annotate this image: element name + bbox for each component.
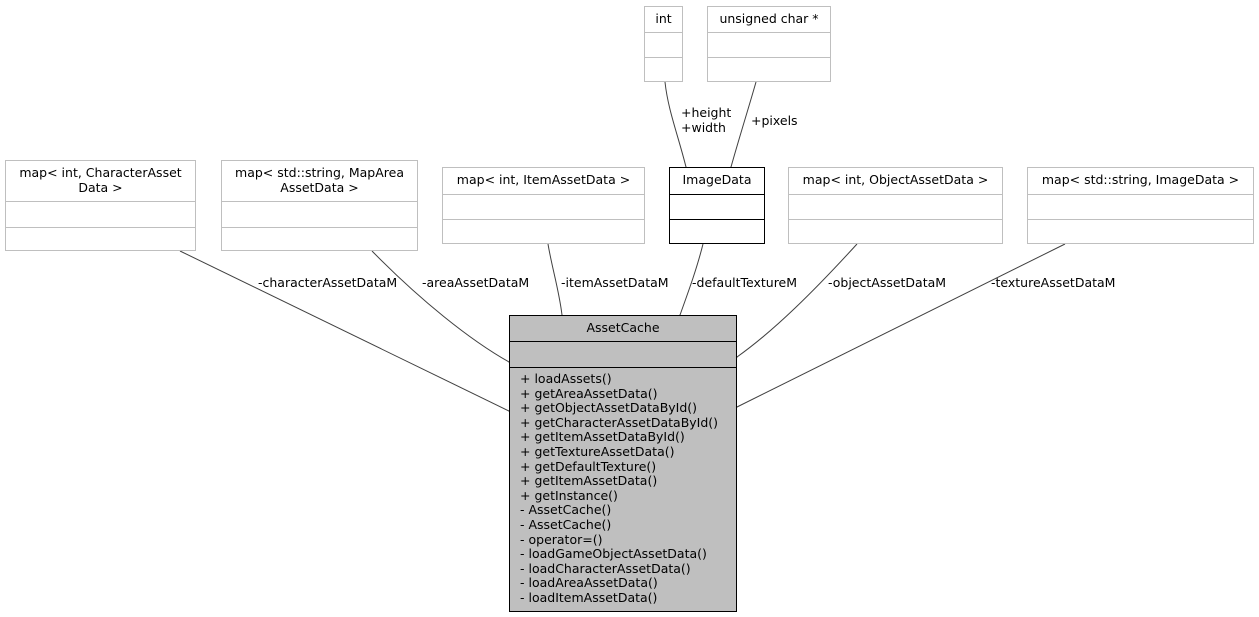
edge-texture-to-assetcache: [725, 243, 1066, 414]
class-int-attributes: [645, 32, 682, 57]
edge-int-to-imagedata: [664, 81, 692, 180]
method-asset-cache-constructor[interactable]: - AssetCache(): [520, 502, 612, 518]
method-get-item-asset-data-by-id[interactable]: + getItemAssetDataById(): [520, 429, 685, 445]
method-get-character-asset-data-by-id[interactable]: + getCharacterAssetDataById(): [520, 414, 719, 430]
method-asset-cache-copy-constructor[interactable]: - AssetCache(): [520, 516, 612, 532]
class-assetcache-attributes: [510, 341, 736, 367]
class-item-asset-map[interactable]: map< int, ItemAssetData >: [442, 167, 645, 244]
class-item-asset-map-methods: [443, 219, 644, 243]
class-character-asset-map-title: map< int, CharacterAsset Data >: [19, 165, 182, 195]
method-get-texture-asset-data[interactable]: + getTextureAssetData(): [520, 443, 675, 459]
class-int-title: int: [655, 11, 672, 26]
edge-uchar-to-imagedata: [725, 81, 757, 180]
method-get-area-asset-data[interactable]: + getAreaAssetData(): [520, 385, 658, 401]
method-get-object-asset-data-by-id[interactable]: + getObjectAssetDataById(): [520, 400, 698, 416]
label-height: +height: [681, 105, 731, 120]
class-item-asset-map-attributes: [443, 194, 644, 219]
class-item-asset-map-title: map< int, ItemAssetData >: [456, 172, 631, 187]
label-width: +width: [681, 120, 726, 135]
class-imagedata-title: ImageData: [682, 172, 752, 187]
edge-area-to-assetcache: [371, 250, 521, 369]
class-area-asset-map-title: map< std::string, MapArea AssetData >: [235, 165, 404, 195]
edge-object-to-assetcache: [726, 243, 858, 365]
edge-item-to-assetcache: [547, 243, 567, 328]
class-area-asset-map-methods: [222, 227, 417, 250]
label-pixels: +pixels: [751, 113, 798, 128]
method-get-default-texture[interactable]: + getDefaultTexture(): [520, 458, 657, 474]
class-imagedata-attributes: [670, 194, 764, 219]
class-object-asset-map-attributes: [789, 194, 1002, 219]
class-character-asset-map[interactable]: map< int, CharacterAsset Data >: [5, 160, 196, 251]
class-unsigned-char-attributes: [708, 32, 830, 57]
edge-character-to-assetcache: [179, 250, 521, 418]
method-load-area-asset-data[interactable]: - loadAreaAssetData(): [520, 575, 658, 591]
class-area-asset-map-attributes: [222, 201, 417, 227]
class-int[interactable]: int: [644, 6, 683, 82]
class-object-asset-map[interactable]: map< int, ObjectAssetData >: [788, 167, 1003, 244]
class-assetcache[interactable]: AssetCache + loadAssets() + getAreaAsset…: [509, 315, 737, 612]
class-imagedata[interactable]: ImageData: [669, 167, 765, 244]
label-texture-asset-data: -textureAssetDataM: [991, 275, 1115, 290]
class-imagedata-methods: [670, 219, 764, 243]
class-assetcache-title: AssetCache: [586, 320, 660, 335]
class-texture-asset-map[interactable]: map< std::string, ImageData >: [1027, 167, 1254, 244]
method-get-item-asset-data[interactable]: + getItemAssetData(): [520, 473, 658, 489]
label-object-asset-data: -objectAssetDataM: [828, 275, 946, 290]
label-item-asset-data: -itemAssetDataM: [561, 275, 669, 290]
class-assetcache-methods: + loadAssets() + getAreaAssetData() + ge…: [510, 367, 736, 611]
method-operator-assign[interactable]: - operator=(): [520, 531, 603, 547]
method-load-assets[interactable]: + loadAssets(): [520, 371, 612, 386]
class-object-asset-map-title: map< int, ObjectAssetData >: [802, 172, 989, 187]
class-character-asset-map-attributes: [6, 201, 195, 227]
edge-imagedata-to-assetcache: [674, 243, 704, 328]
class-character-asset-map-methods: [6, 227, 195, 250]
class-area-asset-map[interactable]: map< std::string, MapArea AssetData >: [221, 160, 418, 251]
method-load-character-asset-data[interactable]: - loadCharacterAssetData(): [520, 560, 691, 576]
class-object-asset-map-methods: [789, 219, 1002, 243]
label-default-texture: -defaultTextureM: [692, 275, 797, 290]
class-texture-asset-map-title: map< std::string, ImageData >: [1041, 172, 1240, 187]
method-load-game-object-asset-data[interactable]: - loadGameObjectAssetData(): [520, 546, 707, 562]
label-character-asset-data: -characterAssetDataM: [258, 275, 397, 290]
class-unsigned-char-pointer[interactable]: unsigned char *: [707, 6, 831, 82]
class-texture-asset-map-attributes: [1028, 194, 1253, 219]
class-unsigned-char-title: unsigned char *: [719, 11, 819, 26]
label-area-asset-data: -areaAssetDataM: [422, 275, 529, 290]
method-load-item-asset-data[interactable]: - loadItemAssetData(): [520, 589, 658, 605]
method-get-instance[interactable]: + getInstance(): [520, 487, 618, 503]
class-unsigned-char-methods: [708, 57, 830, 81]
class-int-methods: [645, 57, 682, 81]
class-texture-asset-map-methods: [1028, 219, 1253, 243]
